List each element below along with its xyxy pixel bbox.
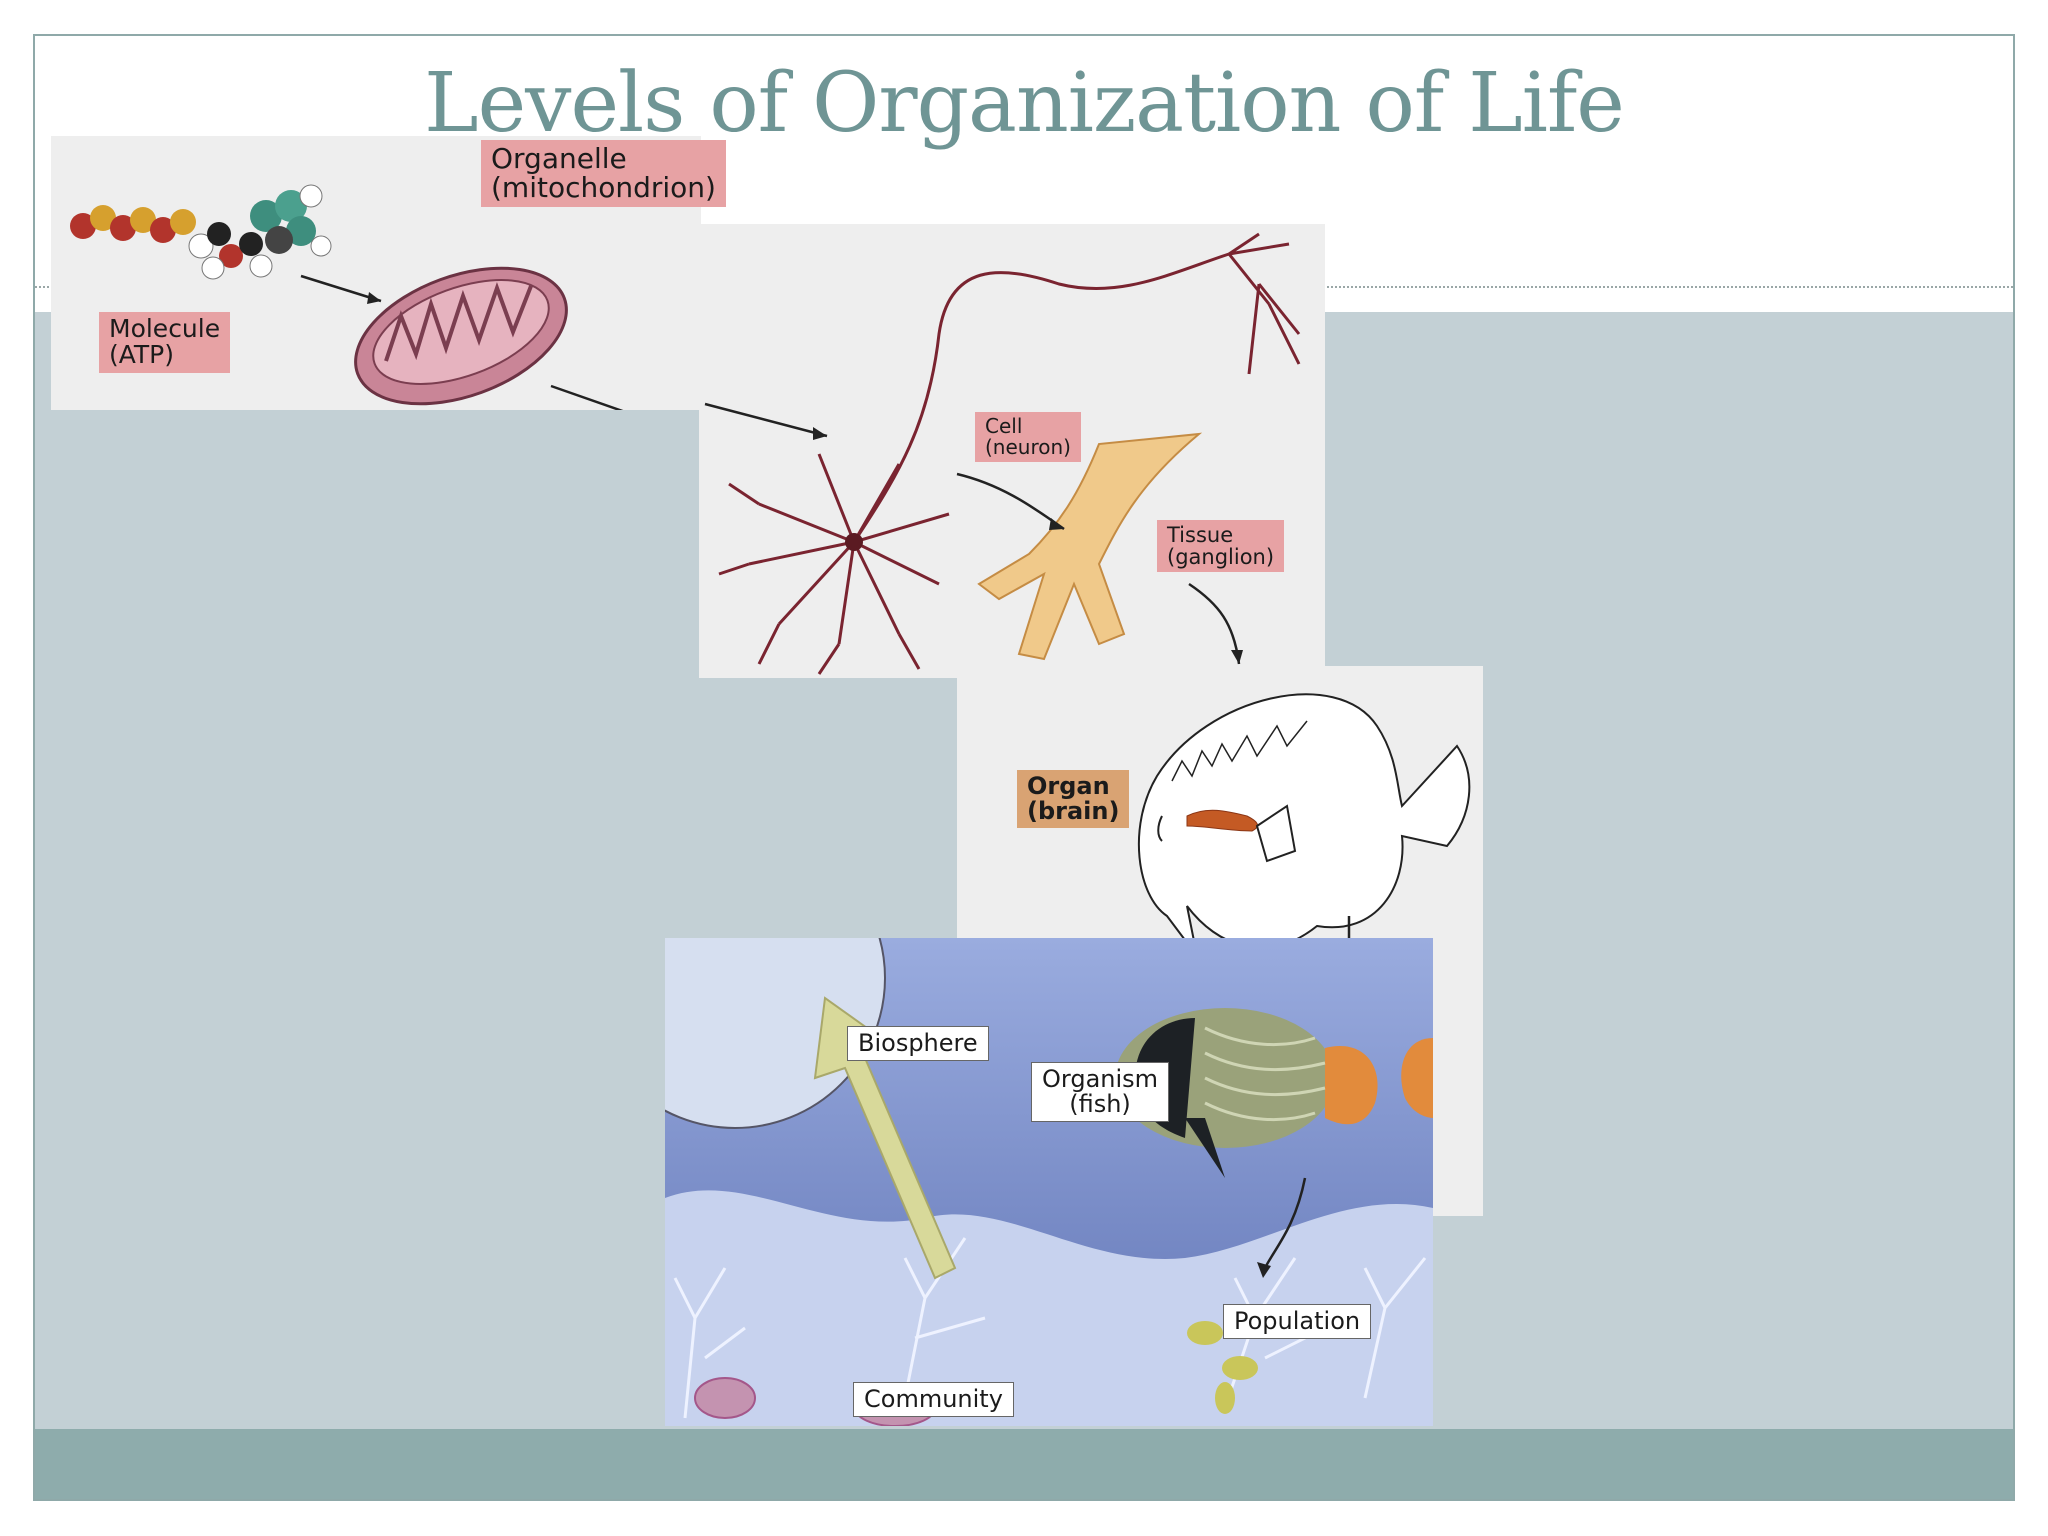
reef-scene-illustration bbox=[665, 938, 1433, 1426]
label-biosphere: Biosphere bbox=[847, 1026, 989, 1062]
label-organ: Organ (brain) bbox=[1017, 770, 1130, 829]
slide-title: Levels of Organization of Life bbox=[424, 56, 1625, 151]
atp-molecule-illustration bbox=[70, 184, 624, 410]
label-organism: Organism (fish) bbox=[1031, 1062, 1170, 1123]
panel-ecosystem bbox=[665, 938, 1433, 1426]
label-community: Community bbox=[853, 1382, 1014, 1418]
earth-globe-illustration bbox=[665, 938, 886, 1129]
ganglion-illustration bbox=[977, 432, 1203, 661]
mitochondrion-illustration bbox=[354, 266, 568, 406]
label-tissue: Tissue (ganglion) bbox=[1157, 520, 1285, 573]
neuron-illustration bbox=[704, 232, 1301, 675]
footer-bar bbox=[35, 1429, 2013, 1499]
slide-frame: Levels of Organization of Life bbox=[33, 34, 2015, 1501]
label-molecule: Molecule (ATP) bbox=[99, 312, 231, 373]
label-cell: Cell (neuron) bbox=[975, 412, 1081, 462]
biosphere-arrow bbox=[813, 996, 957, 1280]
small-fish-school bbox=[1187, 1321, 1258, 1414]
label-population: Population bbox=[1223, 1304, 1372, 1340]
label-organelle: Organelle (mitochondrion) bbox=[481, 140, 726, 207]
